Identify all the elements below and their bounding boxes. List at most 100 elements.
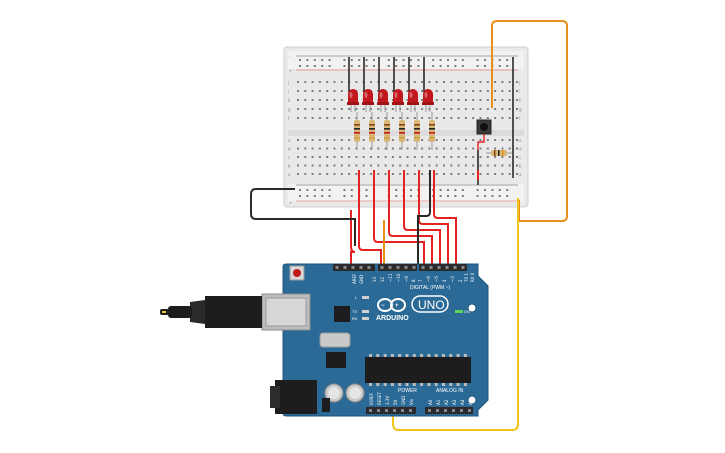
breadboard-hole bbox=[391, 90, 394, 92]
header-pin[interactable] bbox=[343, 266, 347, 269]
header-pin[interactable] bbox=[369, 409, 372, 412]
breadboard-hole bbox=[421, 117, 424, 119]
reset-button-cap[interactable] bbox=[293, 269, 301, 277]
header-pin[interactable] bbox=[385, 409, 388, 412]
power-pin-label: IOREF bbox=[369, 392, 374, 405]
header-pin[interactable] bbox=[404, 266, 408, 269]
wire-led4-signal[interactable] bbox=[403, 170, 441, 266]
wire-led6-signal[interactable] bbox=[433, 170, 457, 266]
red-led[interactable] bbox=[407, 89, 419, 112]
wire-led2-signal[interactable] bbox=[373, 170, 425, 266]
header-pin[interactable] bbox=[412, 266, 416, 269]
breadboard-hole bbox=[333, 164, 336, 167]
wire-led1-signal[interactable] bbox=[358, 170, 382, 266]
breadboard-hole bbox=[297, 90, 299, 92]
breadboard-hole bbox=[297, 173, 299, 175]
header-pin[interactable] bbox=[396, 266, 400, 269]
breadboard-hole bbox=[333, 156, 336, 158]
wire-red-rail[interactable] bbox=[350, 210, 356, 266]
red-led[interactable] bbox=[347, 89, 359, 112]
wire-yellow-5v[interactable] bbox=[392, 198, 519, 431]
breadboard-hole bbox=[395, 195, 398, 197]
header-pin[interactable] bbox=[429, 266, 433, 269]
breadboard-hole bbox=[326, 147, 329, 150]
breadboard-hole bbox=[479, 81, 482, 83]
header-pin[interactable] bbox=[359, 266, 363, 269]
usb-cable[interactable] bbox=[160, 296, 262, 328]
header-pin[interactable] bbox=[409, 409, 412, 412]
breadboard-hole bbox=[494, 90, 497, 92]
wire-orange-loop[interactable] bbox=[491, 20, 568, 222]
dc-power-jack[interactable] bbox=[275, 380, 317, 414]
breadboard-hole bbox=[508, 156, 511, 158]
header-pin[interactable] bbox=[437, 266, 441, 269]
breadboard-hole bbox=[333, 147, 336, 150]
breadboard-hole bbox=[494, 117, 497, 119]
breadboard-hole bbox=[399, 147, 402, 150]
wire-led3-signal[interactable] bbox=[388, 170, 433, 266]
header-pin[interactable] bbox=[421, 266, 425, 269]
header-pin[interactable] bbox=[401, 409, 404, 412]
top-header-pins bbox=[335, 266, 465, 269]
wire-led5-signal[interactable] bbox=[418, 170, 449, 266]
breadboard-hole bbox=[447, 195, 449, 197]
header-pin[interactable] bbox=[445, 266, 449, 269]
breadboard-hole bbox=[406, 139, 409, 141]
header-pin[interactable] bbox=[453, 266, 457, 269]
header-pin[interactable] bbox=[388, 266, 392, 269]
breadboard-hole bbox=[443, 147, 445, 150]
header-pin[interactable] bbox=[380, 266, 384, 269]
breadboard-hole bbox=[428, 164, 431, 167]
header-pin[interactable] bbox=[367, 266, 371, 269]
breadboard-hole bbox=[461, 189, 464, 191]
breadboard-hole bbox=[377, 139, 380, 141]
breadboard-hole bbox=[479, 108, 482, 110]
breadboard-hole bbox=[450, 156, 453, 158]
wire-button-to-resistor[interactable] bbox=[477, 134, 485, 150]
header-pin[interactable] bbox=[351, 266, 355, 269]
breadboard-hole bbox=[384, 147, 387, 150]
breadboard-hole bbox=[428, 108, 431, 110]
breadboard-hole bbox=[384, 173, 387, 175]
breadboard-hole bbox=[464, 164, 467, 167]
red-led[interactable] bbox=[362, 89, 374, 112]
header-pin[interactable] bbox=[393, 409, 396, 412]
digital-pin-label: ~9 bbox=[404, 276, 409, 282]
header-pin[interactable] bbox=[452, 409, 455, 412]
breadboard-hole bbox=[328, 65, 331, 67]
red-led[interactable] bbox=[422, 89, 434, 112]
bottom-power-rail bbox=[288, 184, 524, 202]
red-led[interactable] bbox=[392, 89, 404, 112]
wire-black-gnd[interactable] bbox=[417, 170, 431, 266]
header-pin[interactable] bbox=[444, 409, 447, 412]
breadboard-hole bbox=[370, 147, 372, 150]
breadboard-hole bbox=[413, 117, 416, 119]
red-led[interactable] bbox=[377, 89, 389, 112]
row-letter: g bbox=[288, 107, 291, 112]
row-letter: a bbox=[288, 172, 291, 177]
breadboard-hole bbox=[454, 195, 457, 197]
breadboard-hole bbox=[304, 164, 307, 167]
header-pin[interactable] bbox=[428, 409, 431, 412]
breadboard-hole bbox=[318, 108, 321, 110]
atmega-chip bbox=[365, 354, 471, 386]
power-pin-label: GND bbox=[401, 396, 406, 405]
breadboard-hole bbox=[391, 156, 394, 158]
breadboard-hole bbox=[326, 173, 329, 175]
breadboard-hole bbox=[391, 108, 394, 110]
wire-black-loop-left[interactable] bbox=[250, 188, 356, 246]
header-pin[interactable] bbox=[468, 409, 471, 412]
breadboard-hole bbox=[435, 90, 438, 92]
header-pin[interactable] bbox=[335, 266, 339, 269]
push-button[interactable] bbox=[476, 119, 492, 135]
breadboard-hole bbox=[457, 99, 460, 101]
header-pin[interactable] bbox=[461, 266, 465, 269]
header-pin[interactable] bbox=[460, 409, 463, 412]
header-pin[interactable] bbox=[377, 409, 380, 412]
breadboard-hole bbox=[484, 65, 486, 67]
breadboard-hole bbox=[304, 156, 307, 158]
header-pin[interactable] bbox=[436, 409, 439, 412]
breadboard-hole bbox=[472, 99, 475, 101]
breadboard-hole bbox=[355, 147, 358, 150]
